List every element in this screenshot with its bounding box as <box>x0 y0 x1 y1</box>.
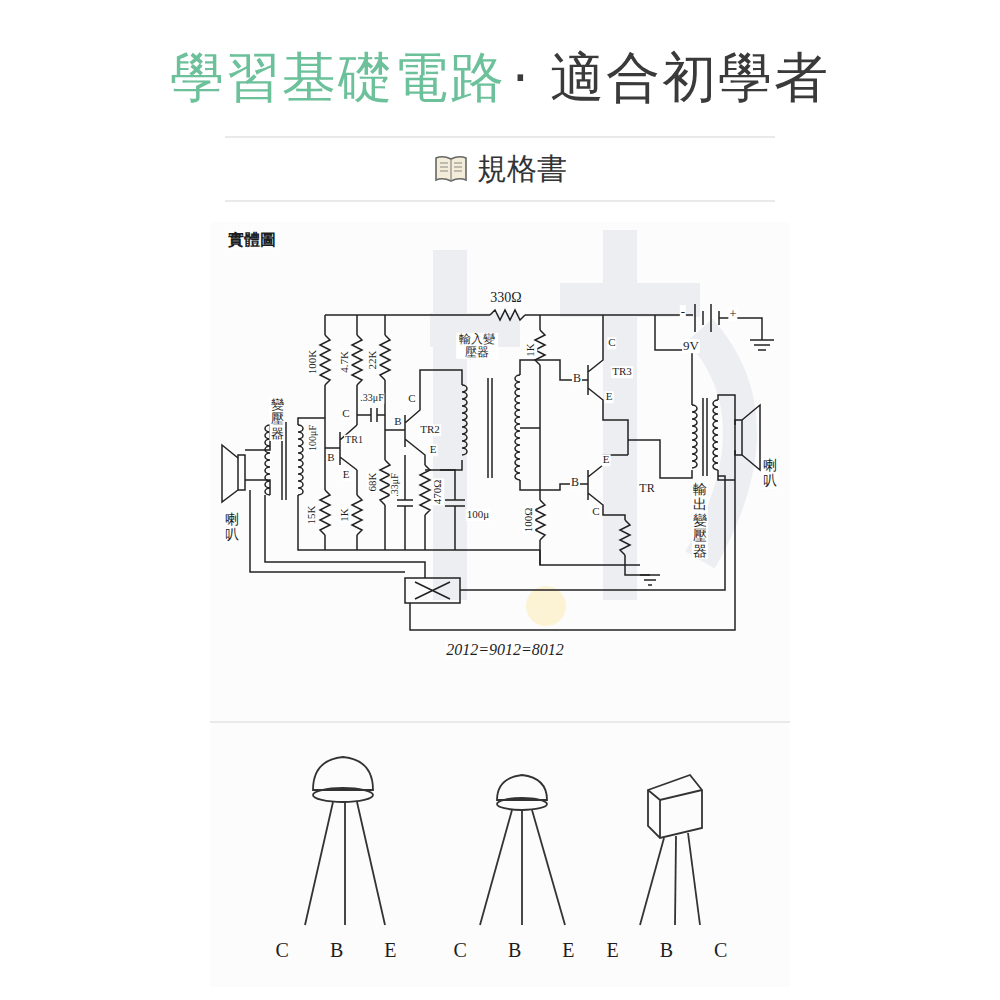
watermark-dot <box>526 586 566 626</box>
part-value: E <box>605 391 614 403</box>
part-value: B <box>572 372 582 385</box>
part-name: 變壓器 <box>270 398 285 441</box>
part-value: E <box>429 444 438 456</box>
part-value: 100μF <box>308 424 319 452</box>
part-value: C <box>607 337 616 349</box>
book-icon <box>433 153 469 185</box>
part-value: 470Ω <box>432 479 444 506</box>
resistor-symbol <box>490 310 525 320</box>
part-value: 2012=9012=8012 <box>445 642 565 659</box>
transformer-coil <box>298 425 303 495</box>
part-value: 100Ω <box>523 507 535 534</box>
transistor-outline <box>305 757 702 925</box>
transformer-coil <box>462 385 467 455</box>
part-value: 1K <box>339 507 351 522</box>
part-value: 1K <box>525 342 537 357</box>
resistor-symbol <box>352 335 362 385</box>
part-value: + <box>728 307 737 321</box>
part-value: .33μF <box>359 393 384 404</box>
resistor-symbol <box>352 495 362 535</box>
pin-label: E B C <box>606 940 747 961</box>
part-value: C <box>407 393 416 405</box>
part-value: - <box>680 305 686 319</box>
title: 學習基礎電路 <box>170 42 506 115</box>
part-value: 100μ <box>466 509 490 521</box>
part-name: 輸出變壓器 <box>692 482 708 559</box>
rule-line <box>225 136 775 138</box>
part-value: C <box>341 408 350 420</box>
fold-line <box>210 721 790 723</box>
part-name: 喇叭 <box>762 458 778 489</box>
part-value: E <box>602 454 611 466</box>
part-value: B <box>570 476 580 489</box>
part-value: 9V <box>682 339 700 353</box>
resistor-symbol <box>420 465 430 515</box>
subtitle-row: 規格書 <box>0 146 1000 192</box>
resistor-symbol <box>320 490 330 535</box>
part-value: C <box>591 506 600 518</box>
part-value: 68K <box>367 472 379 493</box>
scan-sheet <box>210 222 790 987</box>
part-value: B <box>326 452 335 464</box>
resistor-symbol <box>620 520 630 555</box>
part-value: TR2 <box>419 424 441 436</box>
pin-label: C B E <box>275 940 416 961</box>
rule-line <box>225 200 775 202</box>
resistor-symbol <box>380 335 390 380</box>
part-value: 輸入變壓器 <box>456 333 498 359</box>
part-value: 100K <box>307 349 319 375</box>
part-value: TR <box>638 482 655 495</box>
resistor-symbol <box>320 335 330 385</box>
pin-label: C B E <box>453 940 594 961</box>
watermark <box>430 230 740 600</box>
part-value: 15K <box>306 505 318 526</box>
part-value: TR3 <box>611 366 633 378</box>
transformer-coil <box>692 405 697 468</box>
part-name: 喇叭 <box>224 512 240 543</box>
part-value: 330Ω <box>489 291 522 306</box>
title-row: 學習基礎電路 · 適合初學者 <box>0 38 1000 118</box>
resistor-symbol <box>380 460 390 505</box>
wire <box>222 304 774 630</box>
part-value: E <box>342 469 351 481</box>
title-suffix: · 適合初學者 <box>512 42 830 115</box>
part-value: 4.7K <box>339 350 351 374</box>
resistor-symbol <box>535 500 545 540</box>
part-value: 22K <box>367 350 379 371</box>
transformer-coil <box>713 400 718 470</box>
part-value: .33μF <box>390 472 401 497</box>
part-value: 實體圖 <box>227 232 277 249</box>
part-value: B <box>393 416 402 428</box>
transformer-coil <box>515 375 520 480</box>
subtitle: 規格書 <box>477 149 567 190</box>
part-value: TR1 <box>344 435 364 446</box>
